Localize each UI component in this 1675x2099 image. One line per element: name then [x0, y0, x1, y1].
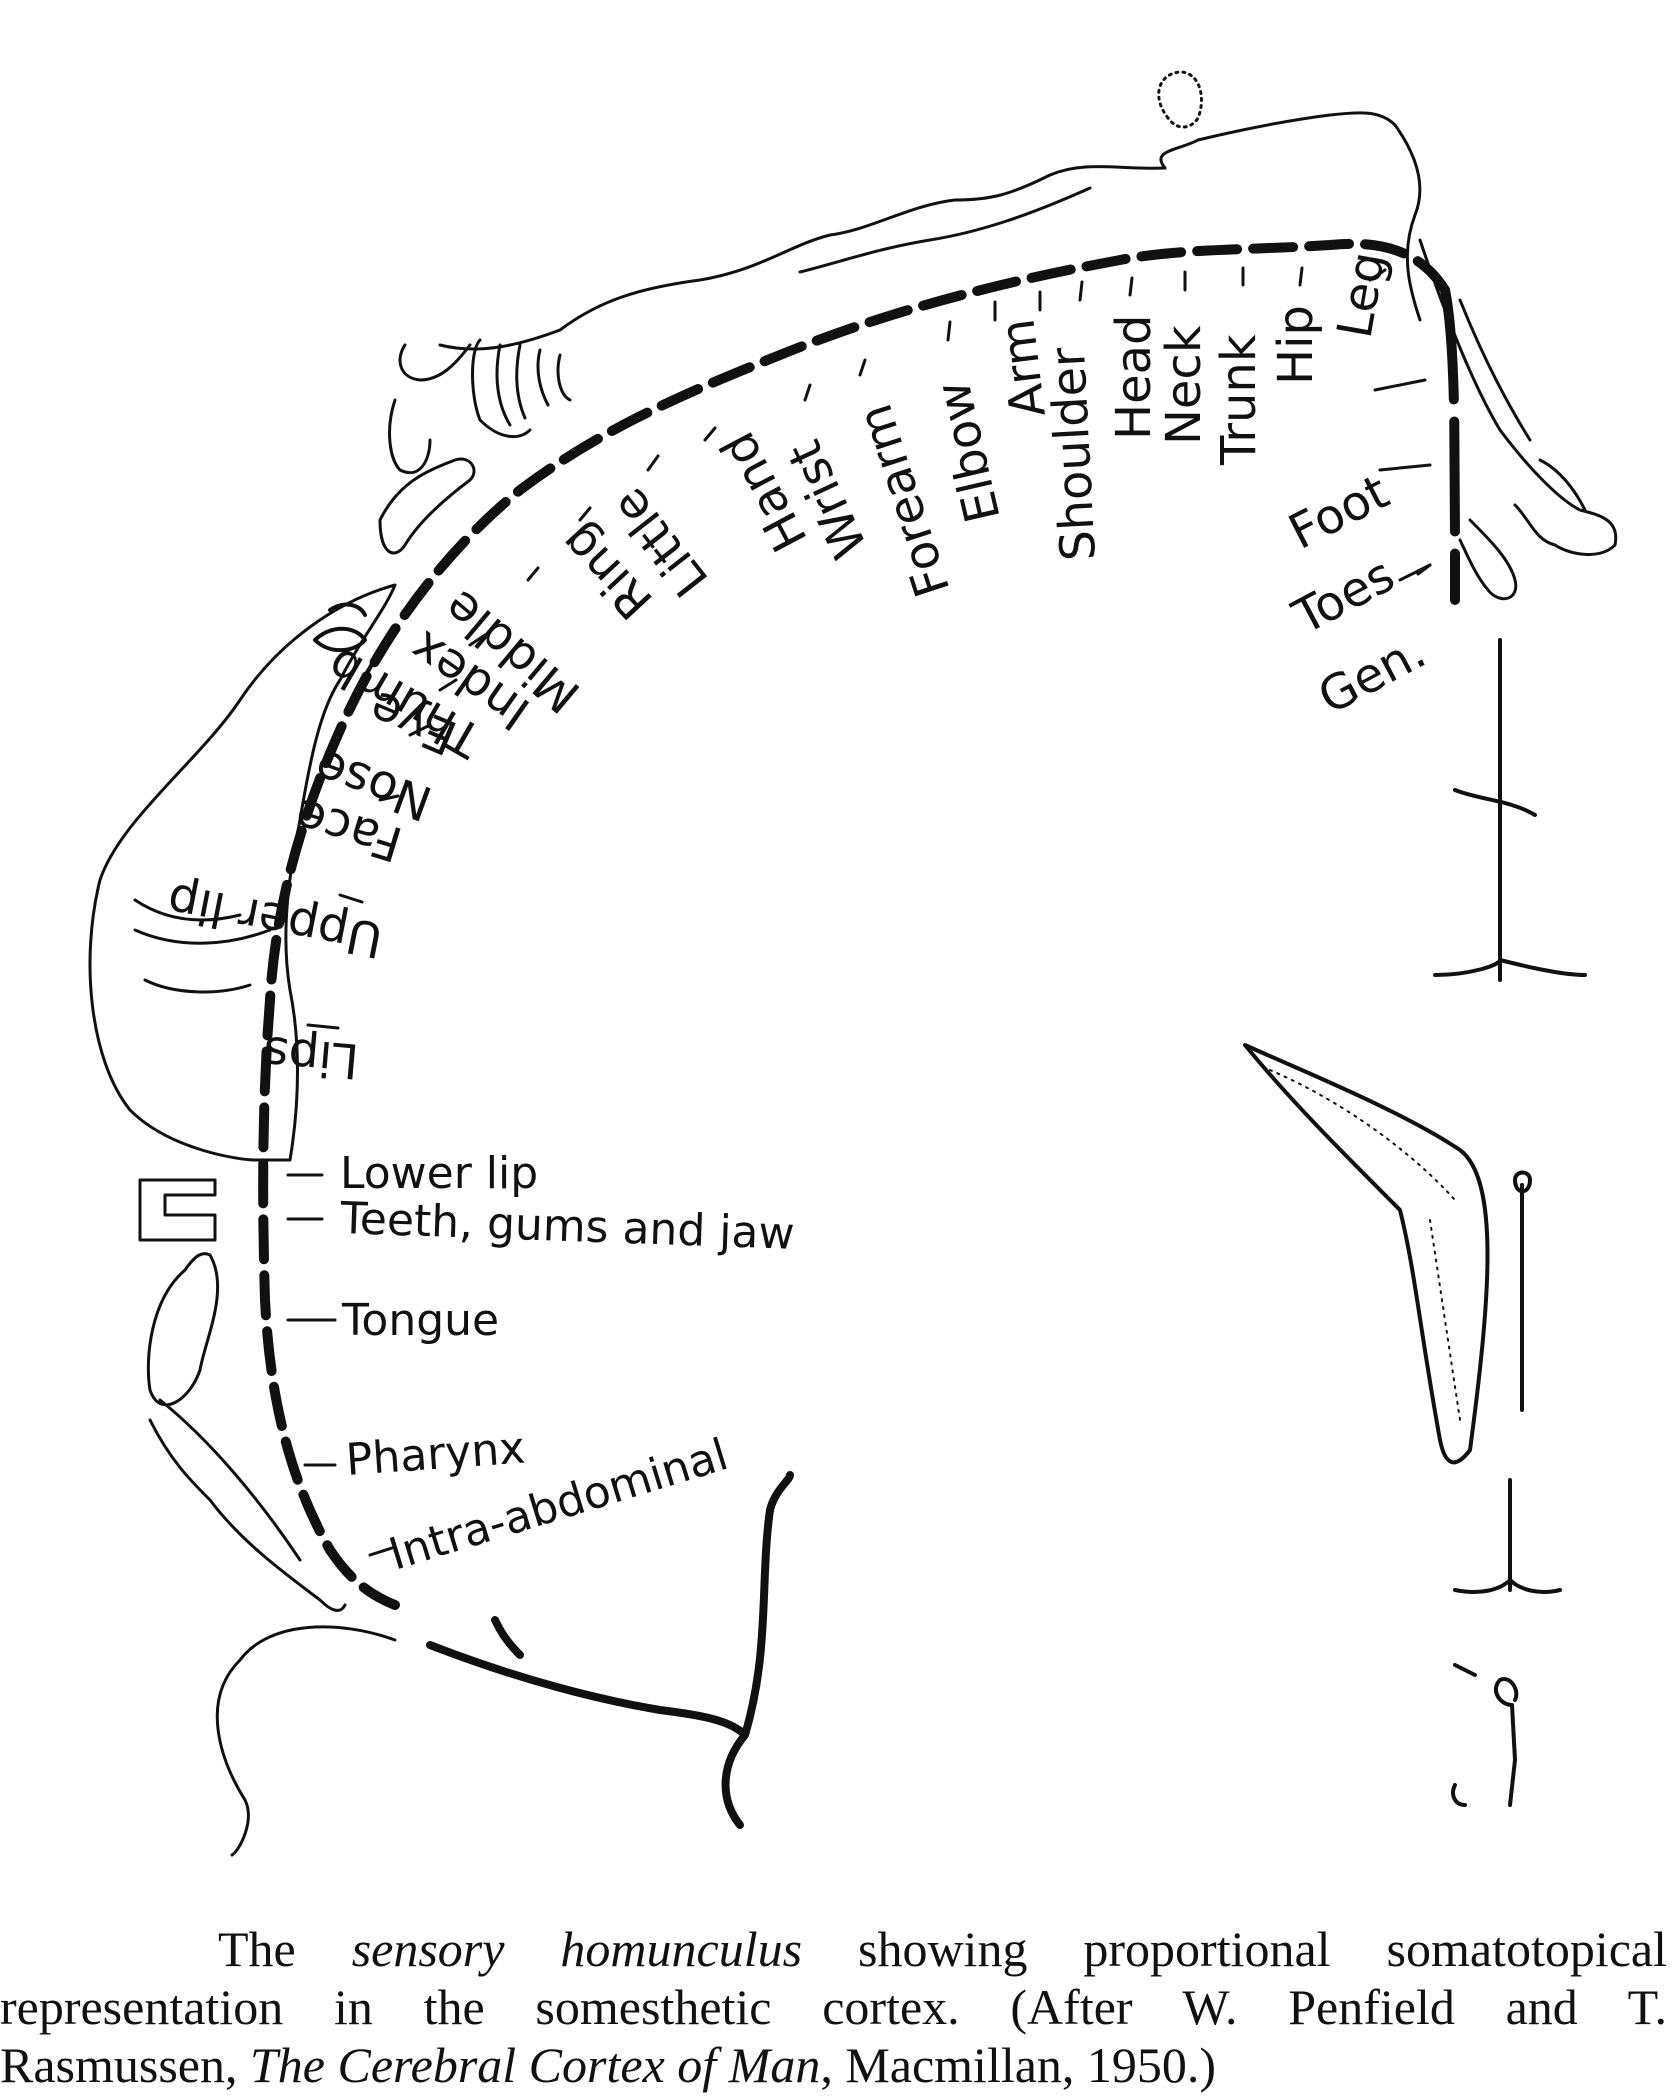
- homunculus-jaw: [138, 1178, 217, 1242]
- cortex-root-structure: [426, 1471, 794, 1829]
- caption-line-3: Rasmussen, The Cerebral Cortex of Man, M…: [0, 2036, 1675, 2094]
- brain-outline-bottom: [215, 1625, 397, 1857]
- label-trunk: Trunk: [1211, 334, 1267, 466]
- figure-caption: The sensory homunculus showing proportio…: [0, 1920, 1675, 2094]
- cortex-arc-right-descending: [1440, 285, 1460, 605]
- label-pharynx: Pharynx: [344, 1423, 527, 1486]
- region-labels: Leg Hip Trunk Neck Head Shoulder Arm Elb…: [163, 248, 1435, 1581]
- homunculus-back-outline: [798, 138, 1200, 274]
- label-ticks: [286, 266, 1432, 1557]
- wedge-structure: [1243, 1043, 1490, 1465]
- homunculus-head: [1157, 70, 1203, 129]
- label-arm: Arm: [989, 316, 1057, 421]
- hook-structure: [1451, 1663, 1519, 1807]
- label-shoulder: Shoulder: [1040, 346, 1107, 563]
- homunculus-drawing: [88, 70, 1618, 1857]
- caption-line-1: The sensory homunculus showing proportio…: [0, 1920, 1675, 1978]
- label-leg: Leg: [1327, 248, 1397, 342]
- label-head: Head: [1106, 314, 1162, 440]
- label-tongue: Tongue: [341, 1295, 499, 1346]
- caption-text: showing proportional somatotopical: [802, 1921, 1667, 1977]
- homunculus-hand: [388, 338, 572, 475]
- label-gen: Gen.: [1309, 623, 1435, 725]
- caption-emphasis: sensory homunculus: [351, 1921, 803, 1977]
- homunculus-thumb: [378, 457, 476, 555]
- cortex-arc: [258, 238, 1450, 1610]
- label-teeth-gums-jaw: Teeth, gums and jaw: [339, 1193, 796, 1260]
- caption-text: representation in the somesthetic cortex…: [0, 1979, 1667, 2035]
- vertical-needle: [1513, 1170, 1532, 1412]
- vertical-line-upper: [1433, 638, 1587, 982]
- label-neck: Neck: [1156, 325, 1212, 445]
- label-foot: Foot: [1280, 464, 1398, 561]
- label-hip: Hip: [1268, 305, 1324, 385]
- wedge-hatching: [1269, 1069, 1461, 1421]
- homunculus-eye: [313, 602, 367, 653]
- label-lips: Lips: [261, 1025, 361, 1089]
- homunculus-leg: [1418, 238, 1618, 556]
- label-lower-lip: Lower lip: [340, 1148, 538, 1199]
- homunculus-face: [88, 583, 397, 1162]
- right-side-structures: [1243, 638, 1587, 1807]
- homunculus-pharynx: [148, 1398, 347, 1612]
- caption-line-2: representation in the somesthetic cortex…: [0, 1978, 1675, 2036]
- caption-text: The: [218, 1921, 352, 1977]
- caption-book-title: The Cerebral Cortex of Man: [250, 2037, 821, 2093]
- homunculus-tongue: [146, 1252, 220, 1407]
- vertical-line-lower: [1453, 1478, 1562, 1594]
- caption-text: Rasmussen,: [0, 2037, 250, 2093]
- label-toes: Toes: [1283, 547, 1403, 646]
- sensory-homunculus-diagram: Leg Hip Trunk Neck Head Shoulder Arm Elb…: [88, 70, 1618, 1857]
- homunculus-foot: [1458, 458, 1587, 601]
- homunculus-lips: [133, 898, 272, 994]
- caption-text: , Macmillan, 1950.): [820, 2037, 1217, 2093]
